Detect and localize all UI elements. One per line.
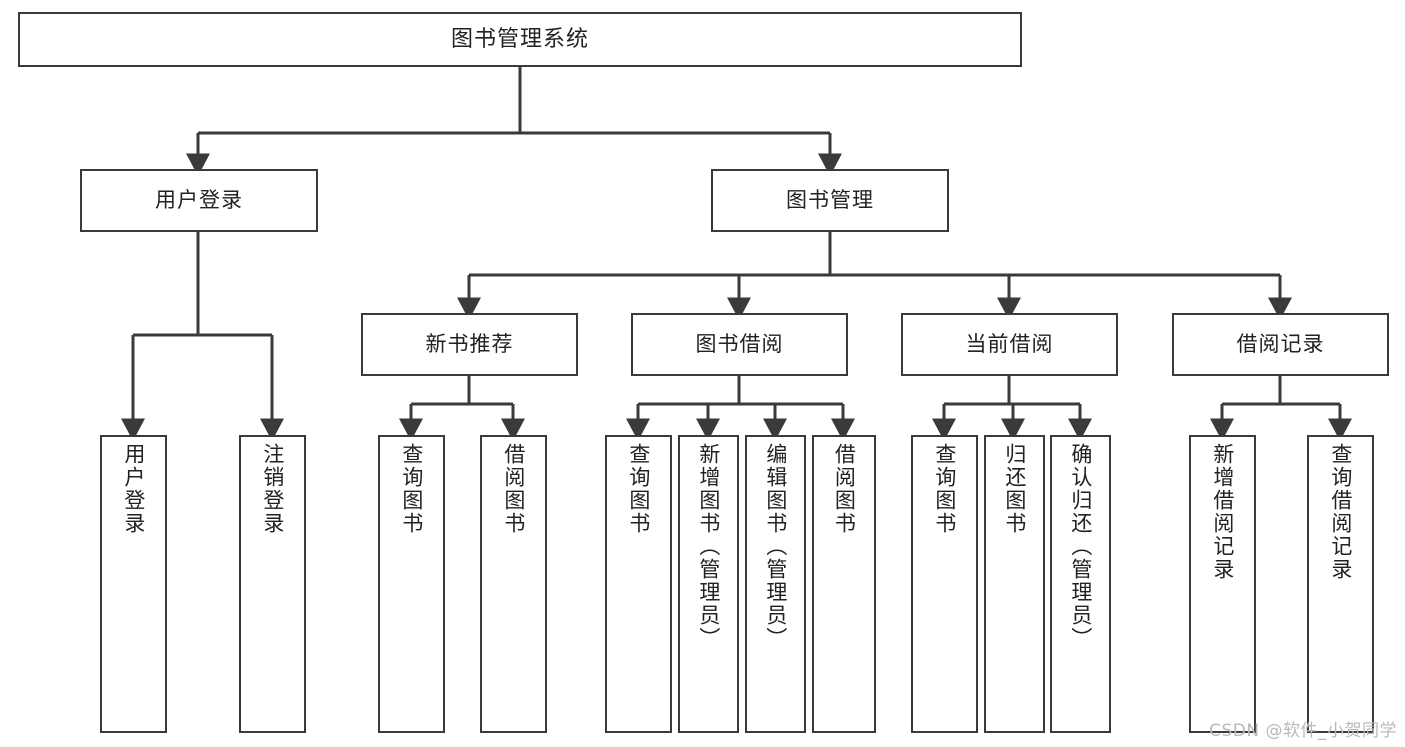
node-book-borrow[interactable]: 图书借阅 [631, 313, 848, 376]
leaf-query-book-borrow[interactable]: 查询图书 [605, 435, 672, 733]
leaf-user-login-label: 用户登录 [121, 443, 146, 535]
node-root[interactable]: 图书管理系统 [18, 12, 1022, 67]
node-new-book-recommend[interactable]: 新书推荐 [361, 313, 578, 376]
leaf-return-book-label: 归还图书 [1002, 443, 1027, 535]
node-current-borrow-label: 当前借阅 [965, 332, 1054, 357]
leaf-borrow-book-recommend[interactable]: 借阅图书 [480, 435, 547, 733]
leaf-add-book-admin-label: 新增图书（管理员） [696, 443, 721, 650]
leaf-edit-book-admin[interactable]: 编辑图书（管理员） [745, 435, 806, 733]
node-borrow-record-label: 借阅记录 [1236, 332, 1325, 357]
node-user-login-label: 用户登录 [155, 188, 243, 213]
leaf-query-book-recommend[interactable]: 查询图书 [378, 435, 445, 733]
leaf-query-book-borrow-label: 查询图书 [626, 443, 651, 535]
leaf-add-borrow-record-label: 新增借阅记录 [1210, 443, 1235, 581]
leaf-confirm-return-admin-label: 确认归还（管理员） [1068, 443, 1093, 650]
leaf-query-borrow-record-label: 查询借阅记录 [1328, 443, 1353, 581]
leaf-user-login[interactable]: 用户登录 [100, 435, 167, 733]
leaf-query-book-recommend-label: 查询图书 [399, 443, 424, 535]
leaf-borrow-book-borrow-label: 借阅图书 [832, 443, 857, 535]
node-book-manage-label: 图书管理 [786, 188, 874, 213]
node-borrow-record[interactable]: 借阅记录 [1172, 313, 1389, 376]
leaf-query-book-current[interactable]: 查询图书 [911, 435, 978, 733]
node-user-login[interactable]: 用户登录 [80, 169, 318, 232]
leaf-add-book-admin[interactable]: 新增图书（管理员） [678, 435, 739, 733]
leaf-add-borrow-record[interactable]: 新增借阅记录 [1189, 435, 1256, 733]
leaf-borrow-book-recommend-label: 借阅图书 [501, 443, 526, 535]
leaf-borrow-book-borrow[interactable]: 借阅图书 [812, 435, 876, 733]
leaf-edit-book-admin-label: 编辑图书（管理员） [763, 443, 788, 650]
leaf-query-borrow-record[interactable]: 查询借阅记录 [1307, 435, 1374, 733]
leaf-user-logout[interactable]: 注销登录 [239, 435, 306, 733]
leaf-user-logout-label: 注销登录 [260, 443, 285, 535]
watermark-text: CSDN @软件_小贺同学 [1209, 721, 1397, 741]
node-root-label: 图书管理系统 [450, 26, 589, 52]
leaf-confirm-return-admin[interactable]: 确认归还（管理员） [1050, 435, 1111, 733]
leaf-query-book-current-label: 查询图书 [932, 443, 957, 535]
node-book-borrow-label: 图书借阅 [695, 332, 784, 357]
node-current-borrow[interactable]: 当前借阅 [901, 313, 1118, 376]
node-new-book-recommend-label: 新书推荐 [425, 332, 514, 357]
leaf-return-book[interactable]: 归还图书 [984, 435, 1045, 733]
node-book-manage[interactable]: 图书管理 [711, 169, 949, 232]
